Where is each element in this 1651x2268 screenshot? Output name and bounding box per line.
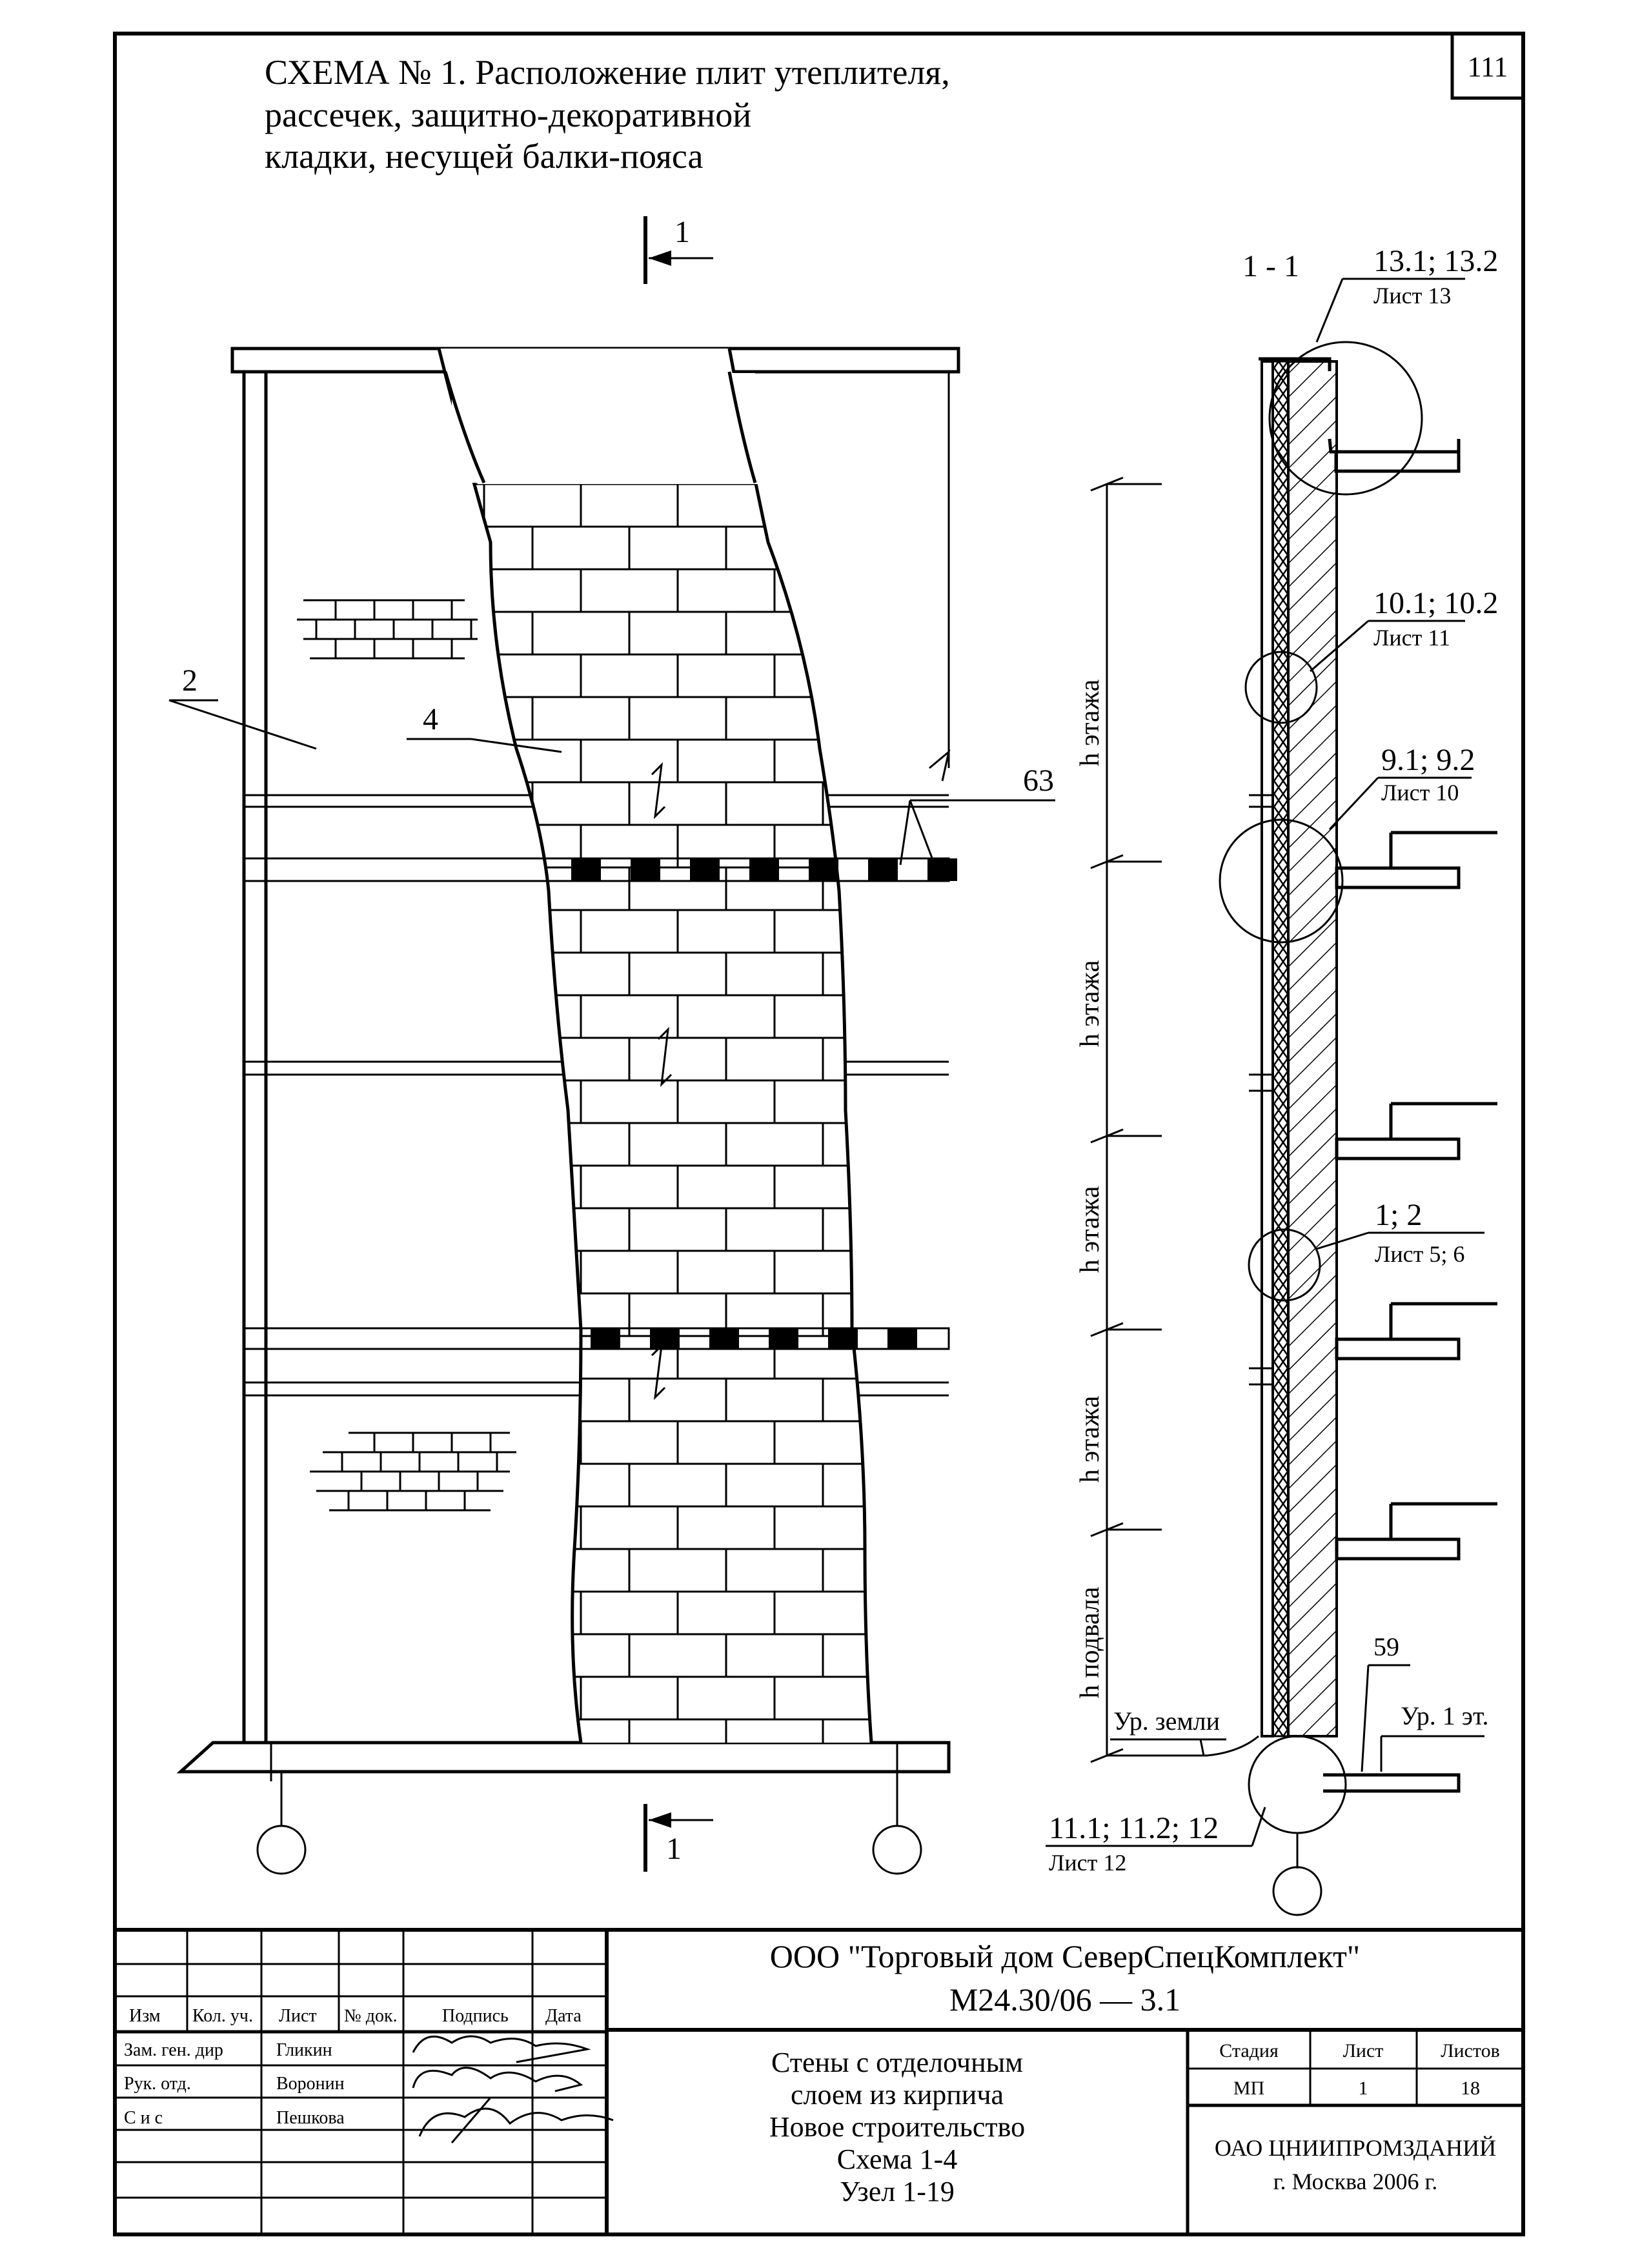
sheet-value: 1 <box>1359 2078 1368 2099</box>
insulation-layer <box>1271 360 1290 1737</box>
detail-ref-11: 11.1; 11.2; 12 <box>1049 1811 1219 1845</box>
dim-floor-4: h этажа <box>1075 1395 1105 1483</box>
header-kol: Кол. уч. <box>192 2006 253 2026</box>
brick-patch-upper <box>297 599 478 660</box>
axis-marker-left <box>256 1825 307 1875</box>
axis-marker-section <box>1272 1866 1322 1916</box>
name-2: Воронин <box>276 2074 345 2094</box>
item-59: 59 <box>1373 1632 1399 1661</box>
header-list: Лист <box>279 2006 317 2026</box>
name-1: Гликин <box>276 2040 332 2060</box>
dim-floor-3: h этажа <box>1075 1186 1105 1273</box>
section-mark-top: 1 <box>674 215 690 249</box>
detail-ref-10: 10.1; 10.2 <box>1373 586 1498 620</box>
detail-sheet-1: Лист 5; 6 <box>1375 1241 1464 1267</box>
role-3: С и с <box>124 2108 163 2128</box>
sheets-header: Листов <box>1441 2040 1500 2061</box>
stage-value: МП <box>1233 2078 1264 2099</box>
bearing-wall <box>1287 360 1338 1737</box>
section-slabs <box>1323 438 1497 1793</box>
sheets-value: 18 <box>1461 2078 1480 2099</box>
ground-level-label: Ур. земли <box>1113 1706 1220 1736</box>
facing-layer <box>1261 360 1274 1737</box>
header-sign: Подпись <box>442 2006 509 2026</box>
detail-ref-9: 9.1; 9.2 <box>1381 743 1475 777</box>
title-block: Изм Кол. уч. Лист № док. Подпись Дата За… <box>113 1928 1525 2236</box>
sheet-number-box <box>1450 32 1525 100</box>
role-2: Рук. отд. <box>124 2074 191 2094</box>
header-izm: Изм <box>129 2006 161 2026</box>
facade-elevation: 1 1 2 4 63 <box>168 215 1055 1875</box>
detail-sheet-9: Лист 10 <box>1381 780 1459 805</box>
dimension-chain <box>1090 476 1162 1763</box>
masonry-strip-outline <box>437 348 583 1743</box>
dim-basement: h подвала <box>1075 1586 1105 1698</box>
callout-2: 2 <box>182 663 198 698</box>
scheme-title-line2: рассечек, защитно-декоративной <box>265 96 751 134</box>
cut-bar-lower <box>243 1327 950 1350</box>
sheet-header: Лист <box>1343 2040 1384 2061</box>
detail-ref-1: 1; 2 <box>1375 1198 1422 1232</box>
detail-sheet-10: Лист 11 <box>1373 625 1450 651</box>
masonry-strip-outline-right <box>727 348 873 1743</box>
stage-header: Стадия <box>1219 2040 1279 2061</box>
desc-line-3: Новое строительство <box>769 2111 1025 2143</box>
name-3: Пешкова <box>276 2108 345 2128</box>
header-date: Дата <box>545 2006 582 2026</box>
first-floor-level-label: Ур. 1 эт. <box>1401 1701 1488 1730</box>
detail-sheet-11: Лист 12 <box>1049 1850 1126 1876</box>
detail-ref-13: 13.1; 13.2 <box>1373 244 1498 278</box>
brick-masonry <box>439 349 871 1743</box>
cut-bar-upper <box>243 857 957 882</box>
org-name: ОАО ЦНИИПРОМЗДАНИЙ <box>1215 2135 1496 2161</box>
scheme-title-line1: СХЕМА № 1. Расположение плит утеплителя, <box>265 53 950 92</box>
desc-line-2: слоем из кирпича <box>791 2079 1004 2111</box>
detail-sheet-13: Лист 13 <box>1373 283 1451 309</box>
city-year: г. Москва 2006 г. <box>1273 2169 1437 2194</box>
project-code: М24.30/06 — 3.1 <box>949 1981 1180 2018</box>
dim-floor-2: h этажа <box>1075 960 1105 1047</box>
desc-line-4: Схема 1-4 <box>837 2143 958 2175</box>
sheet-number: 111 <box>1468 51 1508 83</box>
company-name: ООО "Торговый дом СеверСпецКомплект" <box>770 1938 1360 1974</box>
brick-patch-lower <box>310 1432 516 1512</box>
callout-63: 63 <box>1023 764 1054 798</box>
desc-line-5: Узел 1-19 <box>840 2176 955 2207</box>
signatures <box>412 2035 614 2143</box>
axis-marker-right <box>872 1825 922 1875</box>
header-doc: № док. <box>344 2006 398 2026</box>
scheme-title-line3: кладки, несущей балки-пояса <box>265 137 703 176</box>
role-1: Зам. ген. дир <box>124 2040 223 2060</box>
section-mark-bottom: 1 <box>666 1832 682 1866</box>
wall-section-1-1: 1 - 1 <box>1046 244 1498 1916</box>
callout-4: 4 <box>423 702 438 736</box>
desc-line-1: Стены с отделочным <box>771 2047 1023 2078</box>
dim-floor-1: h этажа <box>1075 679 1105 766</box>
section-label: 1 - 1 <box>1242 249 1299 283</box>
